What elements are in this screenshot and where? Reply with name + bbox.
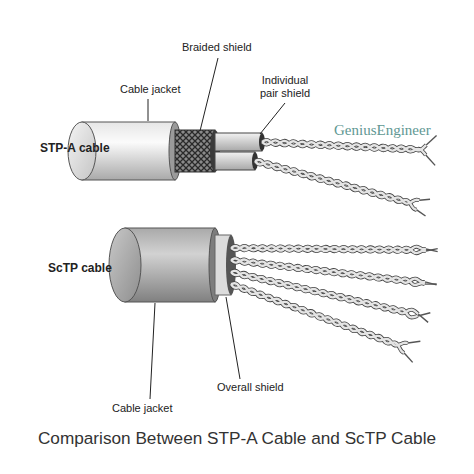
wire-insulation <box>255 160 419 204</box>
copper-tip <box>408 341 421 343</box>
part-label: Individual pair shield <box>252 74 318 100</box>
copper-tip <box>418 314 428 322</box>
copper-tip <box>425 282 436 285</box>
watermark: GeniusEngineer <box>334 121 431 139</box>
wire-outline <box>262 140 426 155</box>
part-label: Cable jacket <box>120 83 181 96</box>
leader-line <box>148 99 149 121</box>
wire-outline <box>231 246 426 253</box>
figure-caption: Comparison Between STP-A Cable and ScTP … <box>0 428 474 449</box>
copper-tip <box>426 249 438 252</box>
part-label: Cable jacket <box>112 402 173 415</box>
wire-insulation <box>231 246 426 253</box>
braided-shield <box>175 130 215 172</box>
sctp-cable <box>109 228 236 302</box>
leader-line <box>150 303 155 399</box>
copper-tip <box>404 353 412 362</box>
pair-shield <box>215 133 262 151</box>
wire-insulation <box>262 140 426 155</box>
copper-tip <box>419 199 430 201</box>
wire-insulation <box>231 258 425 282</box>
wire-insulation <box>231 283 408 345</box>
copper-tip <box>426 155 435 165</box>
leader-lines <box>148 58 285 399</box>
part-label: Braided shield <box>182 41 252 54</box>
copper-tip <box>417 210 426 216</box>
leader-line <box>260 103 285 134</box>
wire-insulation <box>262 140 426 151</box>
cable-name: STP-A cable <box>40 141 110 155</box>
wire-insulation <box>231 246 426 252</box>
leader-line <box>200 58 218 131</box>
twisted-pairs <box>231 136 438 363</box>
pair-shield <box>215 152 255 170</box>
jacket-end <box>109 228 141 302</box>
part-label: Overall shield <box>217 381 284 394</box>
cable-name: ScTP cable <box>48 261 112 275</box>
leader-line <box>226 297 240 379</box>
copper-tip <box>426 249 438 251</box>
